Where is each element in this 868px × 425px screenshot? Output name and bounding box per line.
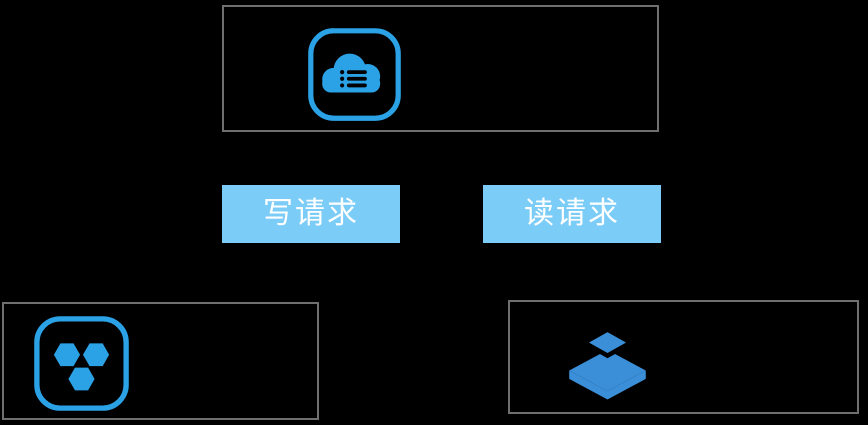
stacked-layers-icon [569, 326, 646, 400]
top-node-box [222, 5, 659, 132]
read-request-text: 读请求 [524, 197, 620, 230]
read-request-label: 读请求 [483, 185, 661, 243]
cloud-database-icon [308, 28, 401, 121]
write-request-text: 写请求 [263, 197, 359, 230]
bottom-right-node-box [508, 300, 859, 414]
bottom-left-node-box [2, 302, 319, 420]
write-request-label: 写请求 [222, 185, 400, 243]
hexagon-cluster-icon [34, 316, 129, 411]
